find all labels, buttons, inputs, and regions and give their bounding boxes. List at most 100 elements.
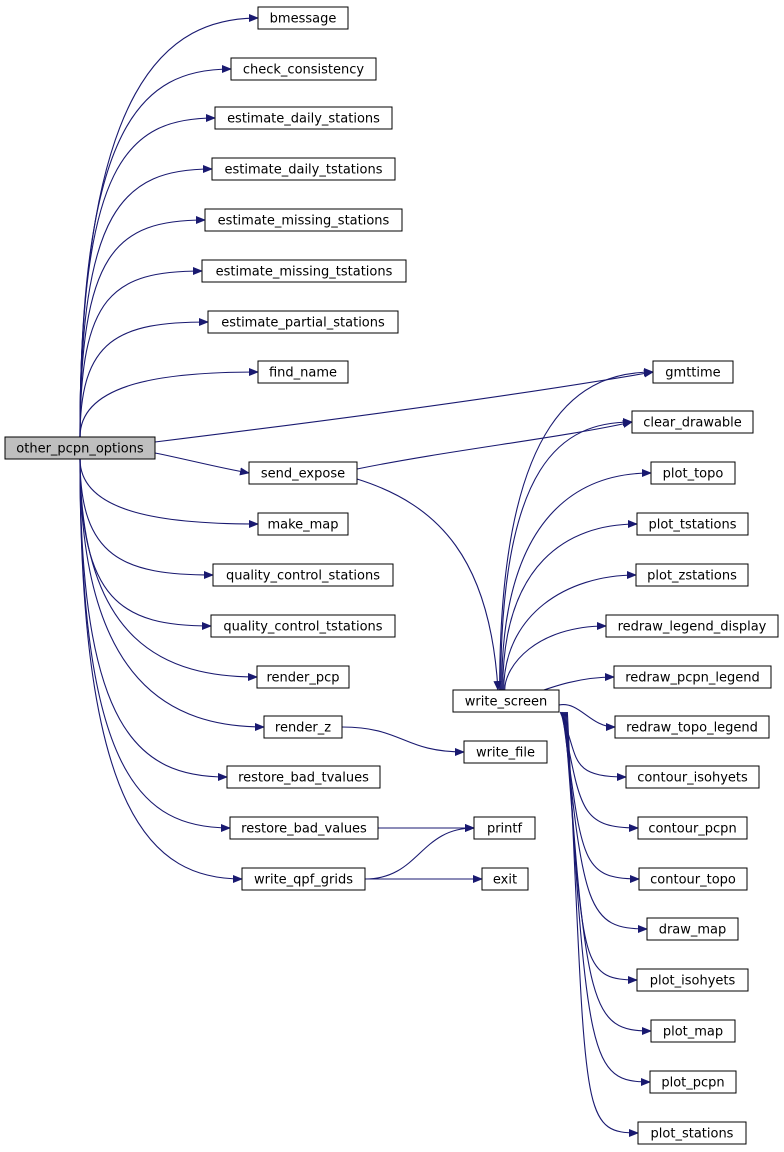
node-contour_pcpn[interactable]: contour_pcpn bbox=[637, 816, 748, 840]
node-estimate_missing_stations[interactable]: estimate_missing_stations bbox=[204, 208, 403, 232]
node-label: check_consistency bbox=[243, 63, 365, 78]
node-box bbox=[256, 665, 350, 689]
node-gmttime[interactable]: gmttime bbox=[652, 360, 734, 384]
node-box bbox=[229, 816, 379, 840]
node-box bbox=[207, 310, 399, 334]
edge-other_pcpn_options-to-estimate_missing_stations bbox=[79, 216, 206, 438]
edge-write_screen-to-plot_zstations bbox=[503, 571, 637, 691]
node-check_consistency[interactable]: check_consistency bbox=[230, 57, 377, 81]
node-clear_drawable[interactable]: clear_drawable bbox=[631, 410, 754, 434]
edge-other_pcpn_options-to-quality_control_stations bbox=[79, 458, 214, 579]
edge-other_pcpn_options-to-estimate_missing_tstations bbox=[79, 267, 203, 438]
node-label: write_screen bbox=[465, 695, 547, 710]
node-exit[interactable]: exit bbox=[481, 867, 529, 891]
node-box bbox=[636, 968, 749, 992]
edge-other_pcpn_options-to-restore_bad_tvalues bbox=[79, 458, 228, 781]
node-label: draw_map bbox=[659, 923, 727, 938]
node-label: render_z bbox=[275, 721, 331, 736]
node-box bbox=[201, 259, 407, 283]
node-label: plot_isohyets bbox=[650, 974, 736, 989]
node-label: write_qpf_grids bbox=[254, 873, 353, 888]
node-label: contour_isohyets bbox=[637, 771, 748, 786]
node-label: bmessage bbox=[270, 12, 337, 27]
node-plot_stations[interactable]: plot_stations bbox=[637, 1121, 747, 1145]
node-contour_topo[interactable]: contour_topo bbox=[638, 867, 748, 891]
node-plot_isohyets[interactable]: plot_isohyets bbox=[636, 968, 749, 992]
node-label: render_pcp bbox=[266, 671, 339, 686]
node-box bbox=[473, 816, 536, 840]
node-box bbox=[605, 614, 779, 638]
node-box bbox=[230, 57, 377, 81]
node-bmessage[interactable]: bmessage bbox=[257, 6, 349, 30]
node-write_screen[interactable]: write_screen bbox=[452, 689, 560, 713]
node-box bbox=[248, 461, 358, 485]
edge-write_screen-to-gmttime bbox=[499, 368, 654, 691]
node-box bbox=[212, 563, 394, 587]
edge-other_pcpn_options-to-restore_bad_values bbox=[79, 458, 231, 832]
node-render_pcp[interactable]: render_pcp bbox=[256, 665, 350, 689]
node-box bbox=[636, 512, 749, 536]
node-box bbox=[257, 6, 349, 30]
node-other_pcpn_options[interactable]: other_pcpn_options bbox=[4, 436, 156, 460]
node-restore_bad_values[interactable]: restore_bad_values bbox=[229, 816, 379, 840]
node-box bbox=[650, 461, 736, 485]
node-render_z[interactable]: render_z bbox=[263, 715, 343, 739]
node-box bbox=[226, 765, 381, 789]
node-label: plot_zstations bbox=[647, 569, 737, 584]
node-box bbox=[257, 512, 349, 536]
edge-other_pcpn_options-to-make_map bbox=[79, 458, 259, 528]
node-label: clear_drawable bbox=[643, 416, 742, 431]
node-box bbox=[637, 1121, 747, 1145]
edge-other_pcpn_options-to-write_qpf_grids bbox=[79, 458, 243, 883]
edge-send_expose-to-write_screen bbox=[356, 478, 502, 691]
node-estimate_missing_tstations[interactable]: estimate_missing_tstations bbox=[201, 259, 407, 283]
node-plot_pcpn[interactable]: plot_pcpn bbox=[649, 1070, 737, 1094]
edge-write_screen-to-clear_drawable bbox=[500, 418, 633, 691]
edge-render_z-to-write_file bbox=[341, 726, 465, 756]
node-restore_bad_tvalues[interactable]: restore_bad_tvalues bbox=[226, 765, 381, 789]
node-estimate_partial_stations[interactable]: estimate_partial_stations bbox=[207, 310, 399, 334]
node-label: contour_pcpn bbox=[648, 822, 736, 837]
node-draw_map[interactable]: draw_map bbox=[646, 917, 739, 941]
node-redraw_topo_legend[interactable]: redraw_topo_legend bbox=[614, 715, 770, 739]
node-plot_map[interactable]: plot_map bbox=[650, 1019, 736, 1043]
edge-write_screen-to-plot_tstations bbox=[502, 520, 638, 691]
node-quality_control_tstations[interactable]: quality_control_tstations bbox=[210, 614, 396, 638]
node-estimate_daily_stations[interactable]: estimate_daily_stations bbox=[214, 106, 393, 130]
edges bbox=[79, 14, 654, 1137]
node-label: quality_control_tstations bbox=[223, 620, 382, 635]
node-estimate_daily_tstations[interactable]: estimate_daily_tstations bbox=[211, 157, 396, 181]
node-label: exit bbox=[493, 873, 517, 888]
node-box bbox=[635, 563, 749, 587]
node-label: plot_tstations bbox=[648, 518, 736, 533]
node-label: redraw_pcpn_legend bbox=[625, 671, 760, 686]
node-label: estimate_daily_tstations bbox=[225, 163, 383, 178]
node-box bbox=[210, 614, 396, 638]
edge-other_pcpn_options-to-render_pcp bbox=[79, 458, 258, 681]
node-quality_control_stations[interactable]: quality_control_stations bbox=[212, 563, 394, 587]
edge-other_pcpn_options-to-quality_control_tstations bbox=[79, 458, 212, 630]
node-redraw_legend_display[interactable]: redraw_legend_display bbox=[605, 614, 779, 638]
node-redraw_pcpn_legend[interactable]: redraw_pcpn_legend bbox=[613, 665, 772, 689]
nodes: other_pcpn_options bmessage check_consiste… bbox=[4, 6, 779, 1145]
node-find_name[interactable]: find_name bbox=[257, 360, 349, 384]
node-plot_topo[interactable]: plot_topo bbox=[650, 461, 736, 485]
node-write_qpf_grids[interactable]: write_qpf_grids bbox=[241, 867, 366, 891]
node-label: estimate_partial_stations bbox=[221, 316, 385, 331]
node-plot_tstations[interactable]: plot_tstations bbox=[636, 512, 749, 536]
node-box bbox=[4, 436, 156, 460]
node-contour_isohyets[interactable]: contour_isohyets bbox=[625, 765, 760, 789]
node-label: restore_bad_tvalues bbox=[238, 771, 369, 786]
edge-other_pcpn_options-to-estimate_daily_tstations bbox=[79, 165, 213, 438]
edge-write_qpf_grids-to-printf bbox=[364, 824, 475, 880]
node-box bbox=[646, 917, 739, 941]
edge-other_pcpn_options-to-gmttime bbox=[154, 369, 654, 443]
node-label: redraw_legend_display bbox=[618, 620, 767, 635]
node-make_map[interactable]: make_map bbox=[257, 512, 349, 536]
node-label: estimate_daily_stations bbox=[227, 112, 380, 127]
node-write_file[interactable]: write_file bbox=[463, 740, 548, 764]
node-plot_zstations[interactable]: plot_zstations bbox=[635, 563, 749, 587]
node-box bbox=[650, 1019, 736, 1043]
node-printf[interactable]: printf bbox=[473, 816, 536, 840]
node-send_expose[interactable]: send_expose bbox=[248, 461, 358, 485]
